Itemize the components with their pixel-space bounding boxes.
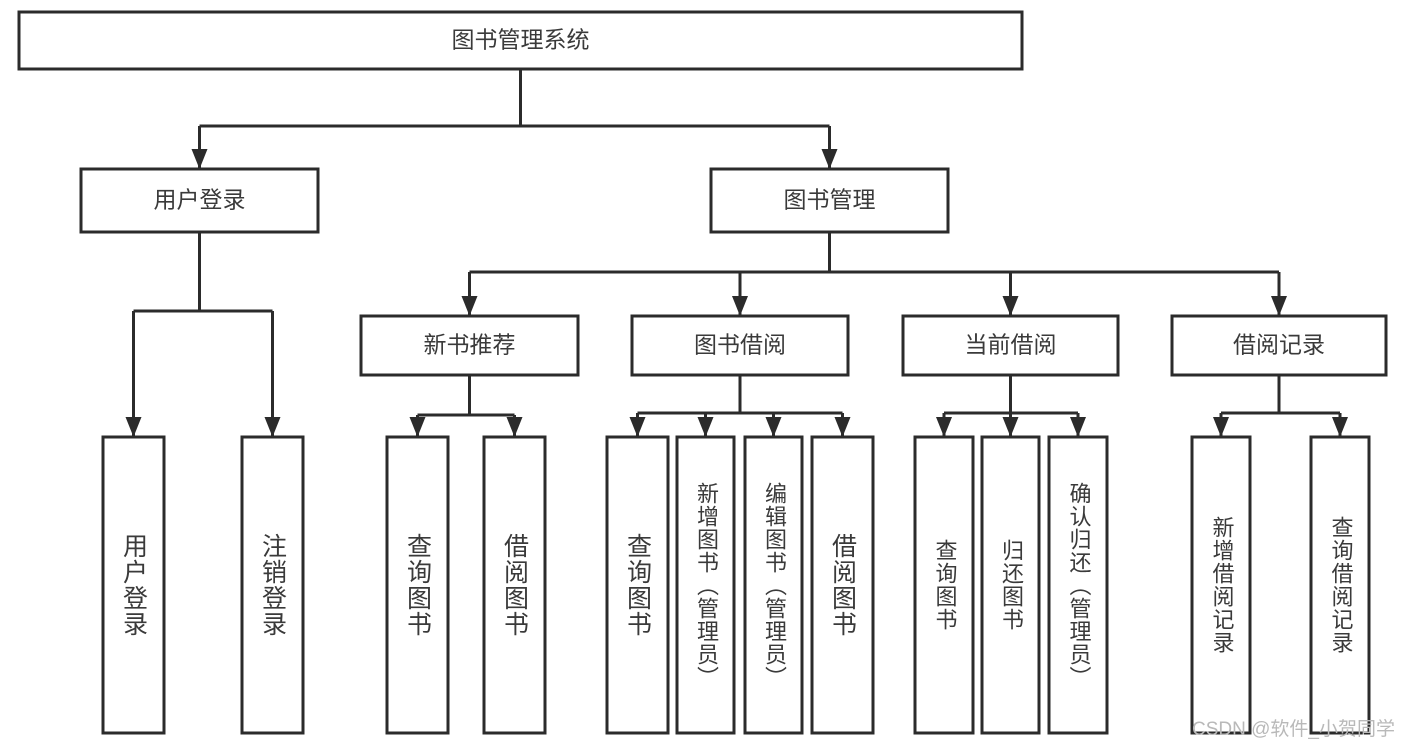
arrow-head-icon-leaf-confirm-return bbox=[1070, 417, 1086, 437]
node-label-borrow-record: 借阅记录 bbox=[1233, 332, 1325, 358]
node-box-leaf-borrow-book-new[interactable] bbox=[482, 435, 547, 735]
arrow-head-icon-new-book-recommend bbox=[461, 296, 478, 316]
node-box-leaf-query-book-new[interactable] bbox=[385, 435, 450, 735]
arrow-head-icon-current-borrow bbox=[1002, 296, 1019, 316]
node-box-leaf-return-book[interactable] bbox=[980, 435, 1041, 735]
arrow-head-icon-leaf-add-record bbox=[1213, 417, 1229, 437]
arrow-head-icon-user-login bbox=[191, 149, 208, 169]
arrow-head-icon-leaf-user-login bbox=[125, 417, 142, 437]
node-label-book-borrow: 图书借阅 bbox=[694, 332, 786, 358]
node-label-new-book-recommend: 新书推荐 bbox=[424, 332, 516, 358]
node-box-leaf-add-book[interactable] bbox=[675, 435, 736, 735]
node-label-root: 图书管理系统 bbox=[452, 27, 590, 53]
arrow-head-icon-book-borrow bbox=[732, 296, 748, 316]
arrow-head-icon-leaf-edit-book bbox=[765, 417, 782, 437]
node-box-new-book-recommend[interactable] bbox=[359, 314, 580, 377]
arrow-head-icon-leaf-query-book-new bbox=[409, 417, 426, 437]
arrow-head-icon-leaf-query-record bbox=[1332, 417, 1348, 437]
arrow-head-icon-leaf-borrow-book bbox=[834, 417, 851, 437]
node-box-user-login[interactable] bbox=[79, 167, 320, 234]
connector-layer bbox=[125, 69, 1348, 437]
node-box-leaf-logout[interactable] bbox=[240, 435, 305, 735]
arrow-head-icon-leaf-add-book bbox=[697, 417, 714, 437]
node-label-current-borrow: 当前借阅 bbox=[965, 332, 1057, 358]
node-box-borrow-record[interactable] bbox=[1170, 314, 1388, 377]
node-box-leaf-query-record[interactable] bbox=[1309, 435, 1371, 735]
arrow-head-icon-leaf-query-book-current bbox=[936, 417, 952, 437]
arrow-head-icon-leaf-query-book-borrow bbox=[629, 417, 646, 437]
node-box-leaf-borrow-book[interactable] bbox=[810, 435, 875, 735]
arrow-head-icon-book-manage bbox=[821, 149, 838, 169]
node-box-current-borrow[interactable] bbox=[901, 314, 1120, 377]
node-box-leaf-query-book-borrow[interactable] bbox=[605, 435, 670, 735]
node-box-book-manage[interactable] bbox=[709, 167, 950, 234]
node-box-book-borrow[interactable] bbox=[630, 314, 850, 377]
arrow-head-icon-borrow-record bbox=[1271, 296, 1287, 316]
csdn-watermark: CSDN @软件_小贺同学 bbox=[1192, 719, 1395, 740]
node-box-leaf-query-book-current[interactable] bbox=[913, 435, 975, 735]
node-box-leaf-user-login[interactable] bbox=[101, 435, 166, 735]
node-box-leaf-edit-book[interactable] bbox=[743, 435, 804, 735]
node-box-leaf-add-record[interactable] bbox=[1190, 435, 1252, 735]
arrow-head-icon-leaf-return-book bbox=[1002, 417, 1019, 437]
node-label-user-login: 用户登录 bbox=[154, 187, 246, 213]
node-box-leaf-confirm-return[interactable] bbox=[1047, 435, 1109, 735]
node-box-root[interactable] bbox=[17, 10, 1024, 71]
arrow-head-icon-leaf-borrow-book-new bbox=[506, 417, 523, 437]
arrow-head-icon-leaf-logout bbox=[264, 417, 281, 437]
node-label-book-manage: 图书管理 bbox=[784, 187, 876, 213]
